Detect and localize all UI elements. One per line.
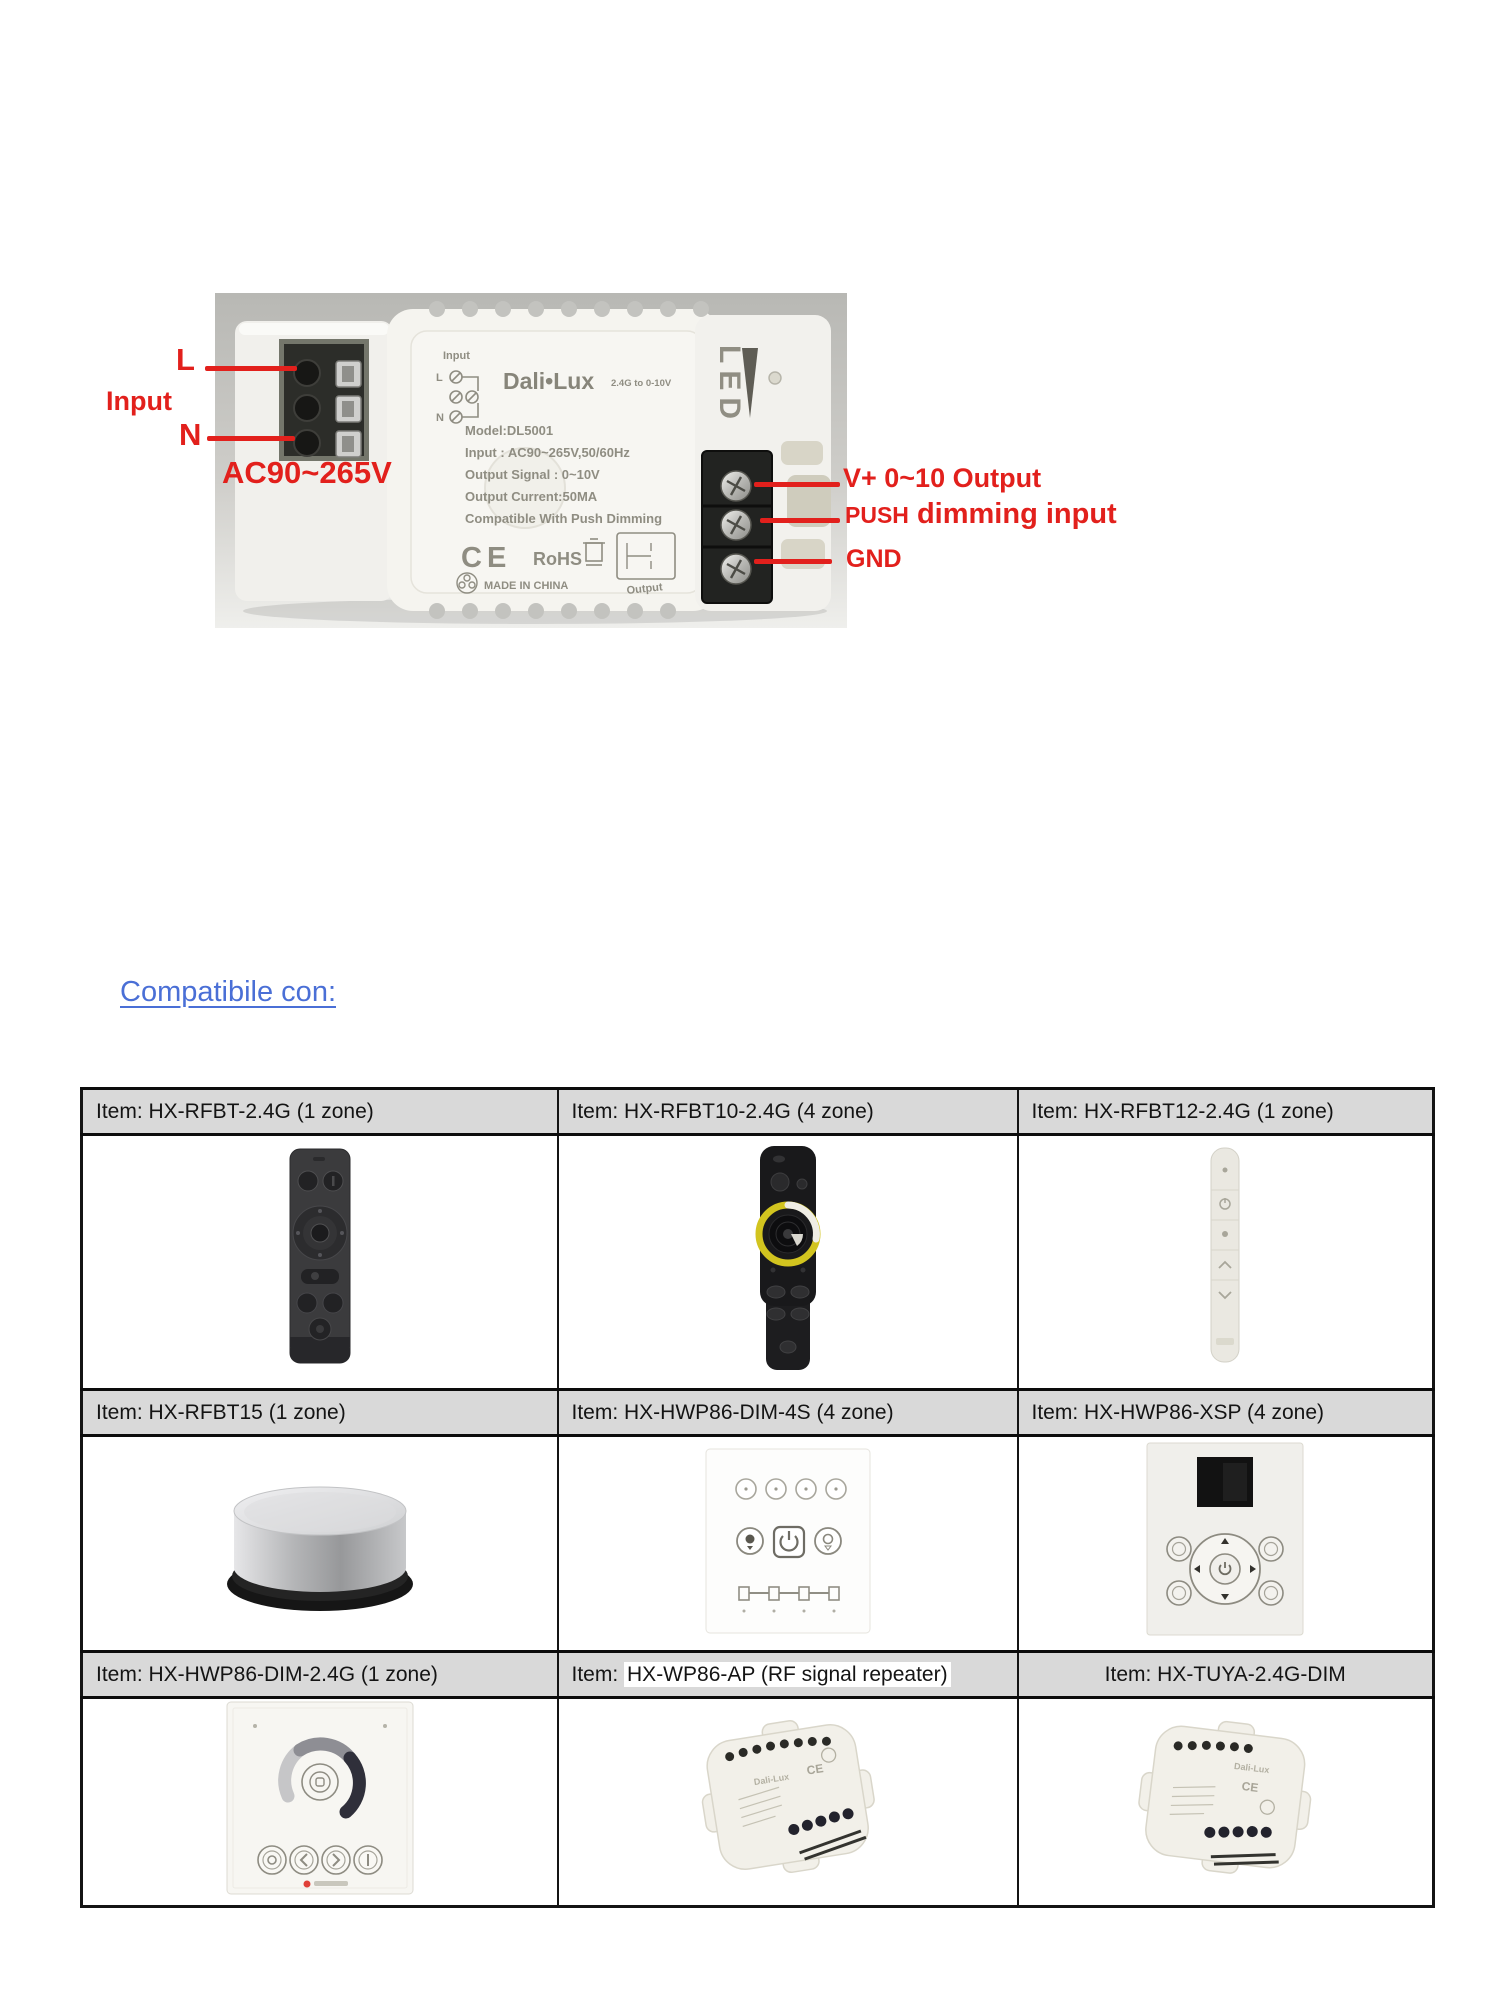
knob-hx-rfbt15-photo bbox=[226, 1486, 413, 1611]
table-image-row-1 bbox=[80, 1133, 1435, 1391]
header-hx-tuya-24g-dim: Item: HX-TUYA-2.4G-DIM bbox=[1016, 1650, 1435, 1699]
remote-hx-rfbt10-photo bbox=[755, 1146, 820, 1370]
header-hx-rfbt-24g: Item: HX-RFBT-2.4G (1 zone) bbox=[80, 1087, 559, 1136]
label-model: Model:DL5001 bbox=[465, 423, 553, 438]
rohs-mark: RoHS bbox=[533, 549, 582, 569]
compatible-with-heading: Compatibile con: bbox=[120, 976, 336, 1008]
device-photo: Input L N Dali•Lux 2.4G to 0-10V Model:D… bbox=[215, 293, 847, 628]
module-hx-tuya-photo: Dali-Lux CE bbox=[1138, 1720, 1312, 1874]
annotation-vplus-output: V+ 0~10 Output bbox=[843, 463, 1042, 493]
header-hx-rfbt10-24g: Item: HX-RFBT10-2.4G (4 zone) bbox=[556, 1087, 1019, 1136]
label-n: N bbox=[436, 412, 444, 424]
header-label: Item: HX-HWP86-DIM-2.4G (1 zone) bbox=[96, 1662, 438, 1686]
compatibility-table: Item: HX-RFBT-2.4G (1 zone) Item: HX-RFB… bbox=[80, 1087, 1435, 1908]
cell-panel-hx-hwp86-xsp bbox=[1016, 1434, 1435, 1653]
header-label: Item: HX-HWP86-DIM-4S (4 zone) bbox=[571, 1400, 894, 1424]
cooling-notches bbox=[429, 301, 709, 619]
device-label-print: Input L N Dali•Lux 2.4G to 0-10V Model:D… bbox=[436, 350, 676, 597]
header-hx-rfbt12-24g: Item: HX-RFBT12-2.4G (1 zone) bbox=[1016, 1087, 1435, 1136]
cell-module-hx-wp86-ap: Dali-Lux CE bbox=[556, 1696, 1019, 1908]
annotation-push-dimming: PUSH dimming input bbox=[845, 500, 1117, 529]
led-arrow-icon bbox=[742, 348, 758, 418]
header-label: Item: HX-TUYA-2.4G-DIM bbox=[1104, 1662, 1346, 1686]
module-brand-text: Dali-Lux bbox=[1234, 1761, 1270, 1775]
weee-bin-icon bbox=[583, 538, 605, 566]
header-label: Item: HX-HWP86-XSP (4 zone) bbox=[1031, 1400, 1325, 1424]
header-label: Item: HX-RFBT12-2.4G (1 zone) bbox=[1031, 1099, 1334, 1123]
table-image-row-2 bbox=[80, 1434, 1435, 1653]
wiring-glyph bbox=[449, 370, 479, 424]
header-hx-hwp86-dim-4s: Item: HX-HWP86-DIM-4S (4 zone) bbox=[556, 1388, 1019, 1437]
label-compatible: Compatible With Push Dimming bbox=[465, 511, 662, 526]
brand-suffix: 2.4G to 0-10V bbox=[611, 378, 672, 389]
ce-mark: CE bbox=[461, 542, 511, 574]
header-label: Item: HX-RFBT10-2.4G (4 zone) bbox=[571, 1099, 874, 1123]
output-terminal-block bbox=[701, 450, 773, 604]
made-in-china: MADE IN CHINA bbox=[484, 580, 568, 592]
annotation-line-l bbox=[205, 366, 297, 371]
header-label: Item: HX-RFBT15 (1 zone) bbox=[96, 1400, 346, 1424]
header-label-highlighted: HX-WP86-AP (RF signal repeater) bbox=[624, 1661, 951, 1687]
header-hx-hwp86-xsp: Item: HX-HWP86-XSP (4 zone) bbox=[1016, 1388, 1435, 1437]
label-output-signal: Output Signal : 0~10V bbox=[465, 467, 600, 482]
table-header-row-2: Item: HX-RFBT15 (1 zone) Item: HX-HWP86-… bbox=[80, 1388, 1435, 1437]
table-header-row-3: Item: HX-HWP86-DIM-2.4G (1 zone) Item: H… bbox=[80, 1650, 1435, 1699]
flower-cert-icon bbox=[456, 572, 478, 594]
annotation-gnd: GND bbox=[846, 545, 902, 573]
annotation-ac-voltage: AC90~265V bbox=[222, 455, 392, 490]
header-hx-rfbt15: Item: HX-RFBT15 (1 zone) bbox=[80, 1388, 559, 1437]
annotation-input: Input bbox=[106, 386, 172, 416]
remote-hx-rfbt12-photo bbox=[1210, 1147, 1240, 1363]
input-terminal-block bbox=[279, 339, 369, 461]
table-image-row-3: Dali-Lux CE bbox=[80, 1696, 1435, 1908]
panel-hx-hwp86-dim-4s-photo bbox=[705, 1448, 870, 1634]
header-hx-hwp86-dim-24g: Item: HX-HWP86-DIM-2.4G (1 zone) bbox=[80, 1650, 559, 1699]
annotation-line-push bbox=[760, 518, 840, 523]
cell-remote-hx-rfbt12 bbox=[1016, 1133, 1435, 1391]
annotation-n: N bbox=[179, 417, 202, 452]
cell-module-hx-tuya: Dali-Lux CE bbox=[1016, 1696, 1435, 1908]
label-output-current: Output Current:50MA bbox=[465, 489, 598, 504]
annotation-line-vplus bbox=[754, 482, 840, 487]
panel-hx-hwp86-xsp-photo bbox=[1146, 1442, 1304, 1636]
cell-panel-hx-hwp86-dim-24g bbox=[80, 1696, 559, 1908]
annotation-push-word: PUSH bbox=[845, 502, 909, 528]
cell-remote-hx-rfbt bbox=[80, 1133, 559, 1391]
brand-logo-text: Dali•Lux bbox=[503, 368, 594, 394]
label-input-top: Input bbox=[443, 350, 470, 362]
cell-panel-hx-hwp86-dim-4s bbox=[556, 1434, 1019, 1653]
label-l: L bbox=[436, 372, 443, 384]
mount-boss bbox=[484, 447, 566, 529]
header-label-prefix: Item: bbox=[571, 1662, 625, 1686]
header-label: Item: HX-RFBT-2.4G (1 zone) bbox=[96, 1099, 374, 1123]
table-header-row-1: Item: HX-RFBT-2.4G (1 zone) Item: HX-RFB… bbox=[80, 1087, 1435, 1136]
touch-panel-hx-hwp86-dim-photo bbox=[226, 1701, 414, 1894]
dimmer-device-illustration: Input L N Dali•Lux 2.4G to 0-10V Model:D… bbox=[215, 293, 847, 628]
cell-knob-hx-rfbt15 bbox=[80, 1434, 559, 1653]
label-output-small: Output bbox=[626, 581, 663, 597]
annotation-line-n bbox=[207, 436, 295, 441]
header-hx-wp86-ap: Item: HX-WP86-AP (RF signal repeater) bbox=[556, 1650, 1019, 1699]
annotation-line-gnd bbox=[754, 559, 832, 564]
module-ce-mark: CE bbox=[805, 1761, 824, 1777]
annotation-dimming-input: dimming input bbox=[908, 498, 1117, 530]
wiring-diagram-box bbox=[616, 532, 676, 580]
annotation-l: L bbox=[176, 342, 195, 377]
led-marking: LED bbox=[713, 345, 746, 426]
label-input-line: Input : AC90~265V,50/60Hz bbox=[465, 445, 630, 460]
module-ce-mark: CE bbox=[1241, 1779, 1259, 1795]
module-hx-wp86-ap-photo: Dali-Lux CE bbox=[701, 1720, 875, 1874]
remote-hx-rfbt-photo bbox=[289, 1148, 351, 1363]
cell-remote-hx-rfbt10 bbox=[556, 1133, 1019, 1391]
